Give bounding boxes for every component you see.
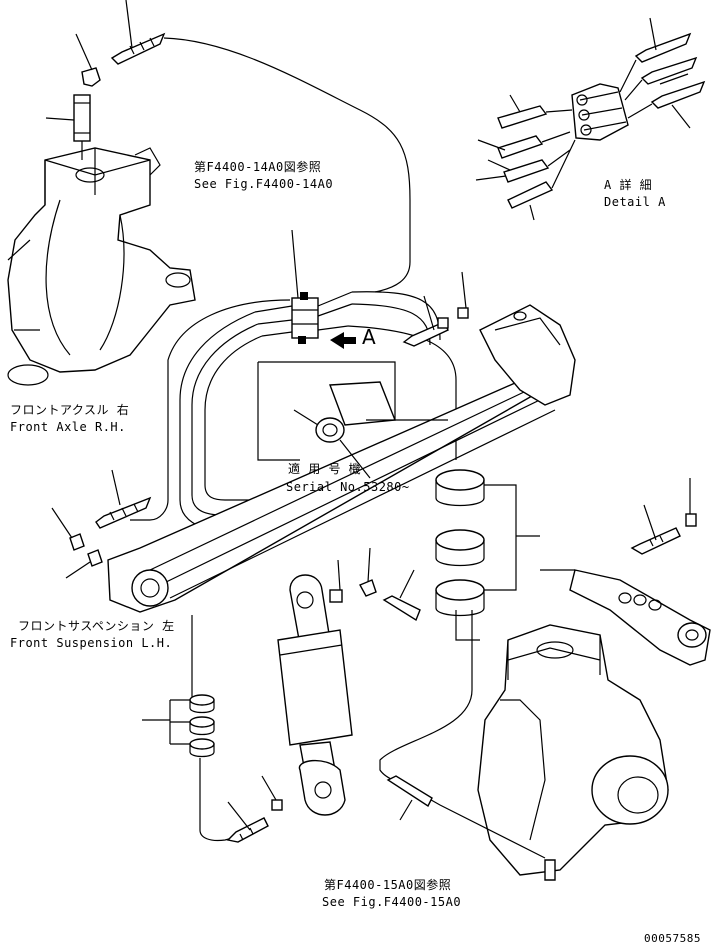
front-suspension-label-jp: フロントサスペンション 左 bbox=[18, 619, 175, 633]
cylinder-mount-right bbox=[540, 478, 711, 666]
ref-top-label-jp: 第F4400-14A0図参照 bbox=[194, 160, 322, 174]
front-axle-label-jp: フロントアクスル 右 bbox=[10, 403, 130, 417]
shock-absorber bbox=[277, 547, 421, 816]
detail-a-drawing bbox=[475, 17, 706, 221]
front-axle-rh-drawing bbox=[7, 147, 196, 386]
hose-fitting-lower bbox=[386, 775, 433, 808]
front-axle-label-en: Front Axle R.H. bbox=[10, 420, 126, 434]
drawing-number: 00057585 bbox=[644, 932, 701, 945]
clamps-middle bbox=[435, 469, 540, 641]
detail-a-label-en: Detail A bbox=[604, 195, 666, 209]
left-hose-clamps bbox=[142, 615, 283, 843]
front-axle-lower-drawing bbox=[477, 624, 669, 881]
detail-a-marker: A bbox=[362, 325, 377, 349]
detail-a-label-jp: A 詳 細 bbox=[604, 178, 653, 192]
distribution-block bbox=[254, 291, 353, 344]
elbow-fitting-axle bbox=[73, 67, 101, 160]
serial-label-en: Serial No.53280~ bbox=[286, 480, 410, 494]
hanger-fittings bbox=[339, 271, 469, 479]
ref-bottom-label-en: See Fig.F4400-15A0 bbox=[322, 895, 462, 909]
detail-a-view bbox=[257, 361, 396, 461]
front-suspension-label-en: Front Suspension L.H. bbox=[10, 636, 173, 650]
front-suspension-lh-drawing bbox=[107, 304, 576, 613]
serial-label-jp: 適 用 号 機 bbox=[288, 462, 362, 476]
detail-a-arrow bbox=[330, 332, 356, 349]
hose-top-left bbox=[110, 32, 411, 293]
left-fittings bbox=[51, 469, 152, 579]
ref-bottom-label-jp: 第F4400-15A0図参照 bbox=[324, 878, 452, 892]
ref-top-label-en: See Fig.F4400-14A0 bbox=[194, 177, 334, 191]
